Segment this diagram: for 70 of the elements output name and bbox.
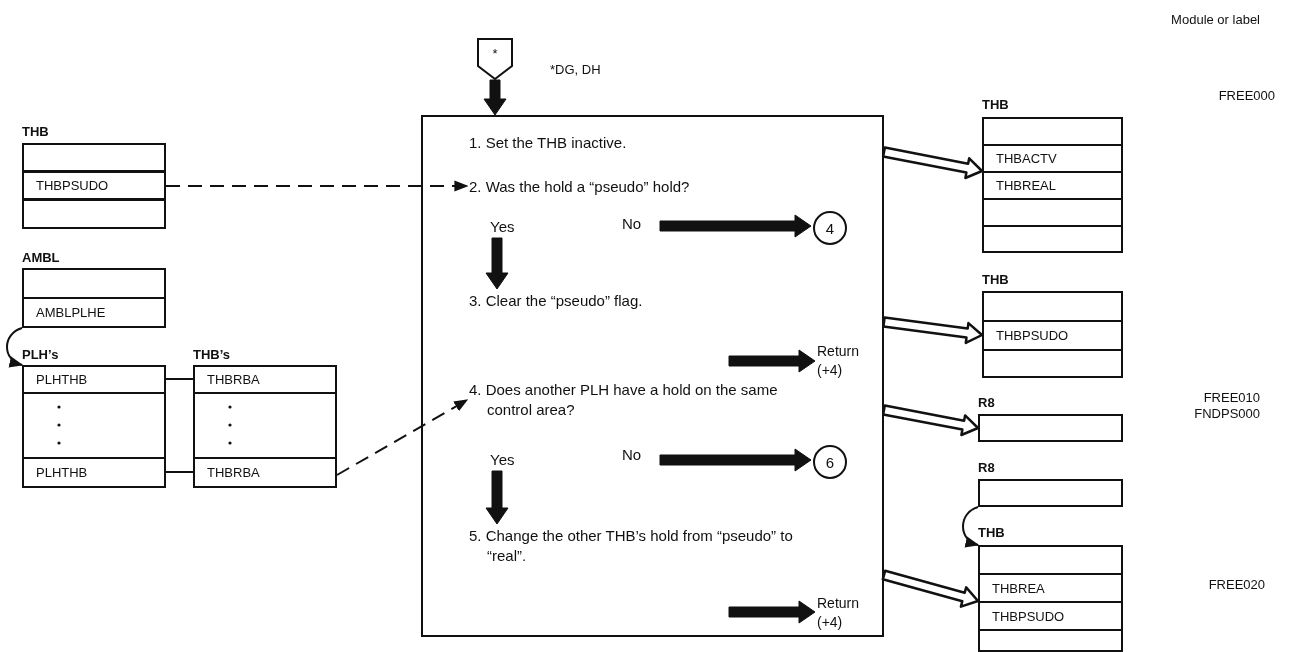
field-row: THBRBA xyxy=(193,365,337,394)
thick-arrow xyxy=(659,214,812,238)
empty-field-row xyxy=(193,392,337,459)
field-row: THBREA xyxy=(978,573,1123,603)
step-text: 1. Set the THB inactive. xyxy=(469,133,769,155)
field-row: PLHTHB xyxy=(22,457,166,488)
structure-name: THB xyxy=(982,272,1009,287)
thick-arrow xyxy=(485,470,509,525)
branch-label: No xyxy=(622,446,662,468)
return-label: Return (+4) xyxy=(817,342,860,384)
field-row: THBRBA xyxy=(193,457,337,488)
step-text: 2. Was the hold a “pseudo” hold? xyxy=(469,177,829,199)
column-heading: Module or label xyxy=(1170,12,1260,27)
hollow-arrow xyxy=(881,569,980,608)
field-row: PLHTHB xyxy=(22,365,166,394)
step-text: 3. Clear the “pseudo” flag. xyxy=(469,291,769,313)
pointer-arrow xyxy=(6,327,24,366)
pointer-arrow xyxy=(962,506,980,546)
return-label: Return (+4) xyxy=(817,594,860,636)
structure-name: PLH’s xyxy=(22,347,59,362)
empty-field-row xyxy=(978,629,1123,652)
empty-field-row xyxy=(22,392,166,459)
thick-arrow xyxy=(485,237,509,290)
connector-line xyxy=(165,471,194,473)
dashed-arrow xyxy=(165,180,469,192)
connector-circle: 4 xyxy=(813,211,847,245)
field-row: THBPSUDO xyxy=(22,171,166,200)
branch-label: Yes xyxy=(490,451,530,473)
step-text: 5. Change the other THB’s hold from “pseudo” to “real”. xyxy=(469,526,799,570)
branch-label: Yes xyxy=(490,218,530,240)
structure-name: THB’s xyxy=(193,347,231,362)
thick-arrow xyxy=(483,79,507,116)
empty-field-row xyxy=(978,545,1123,575)
field-row: THBREAL xyxy=(982,171,1123,200)
step-text: 4. Does another PLH have a hold on the same control area? xyxy=(469,380,799,424)
hollow-arrow xyxy=(882,316,984,345)
module-label: FREE000 xyxy=(1217,88,1275,103)
hollow-arrow xyxy=(881,146,984,180)
empty-field-row xyxy=(982,117,1123,146)
empty-field-row xyxy=(22,268,166,299)
offpage-connector: * xyxy=(477,38,513,80)
empty-field-row xyxy=(982,291,1123,322)
field-row: THBPSUDO xyxy=(982,320,1123,351)
empty-field-row xyxy=(982,225,1123,253)
structure-name: THB xyxy=(22,124,49,139)
branch-label: No xyxy=(622,215,662,237)
structure-name: AMBL xyxy=(22,250,60,265)
structure-name: THB xyxy=(982,97,1009,112)
module-label: FREE020 xyxy=(1207,577,1265,592)
process-box xyxy=(421,115,884,637)
dashed-arrow xyxy=(336,399,469,476)
empty-field-row xyxy=(982,198,1123,227)
field-row: THBPSUDO xyxy=(978,601,1123,631)
empty-field-row xyxy=(982,349,1123,378)
connector-note: *DG, DH xyxy=(550,62,601,77)
thick-arrow xyxy=(728,349,816,373)
empty-field-row xyxy=(22,143,166,172)
hollow-arrow xyxy=(881,404,980,437)
module-label: FREE010 xyxy=(1202,390,1260,405)
field-row: THBACTV xyxy=(982,144,1123,173)
register-name: R8 xyxy=(978,460,995,475)
empty-field-row xyxy=(22,199,166,229)
thick-arrow xyxy=(659,448,812,472)
field-row: AMBLPLHE xyxy=(22,297,166,328)
module-label: FNDPS000 xyxy=(1193,406,1260,421)
connector-line xyxy=(165,378,194,380)
thick-arrow xyxy=(728,600,816,624)
register-name: R8 xyxy=(978,395,995,410)
structure-name: THB xyxy=(978,525,1005,540)
connector-circle: 6 xyxy=(813,445,847,479)
